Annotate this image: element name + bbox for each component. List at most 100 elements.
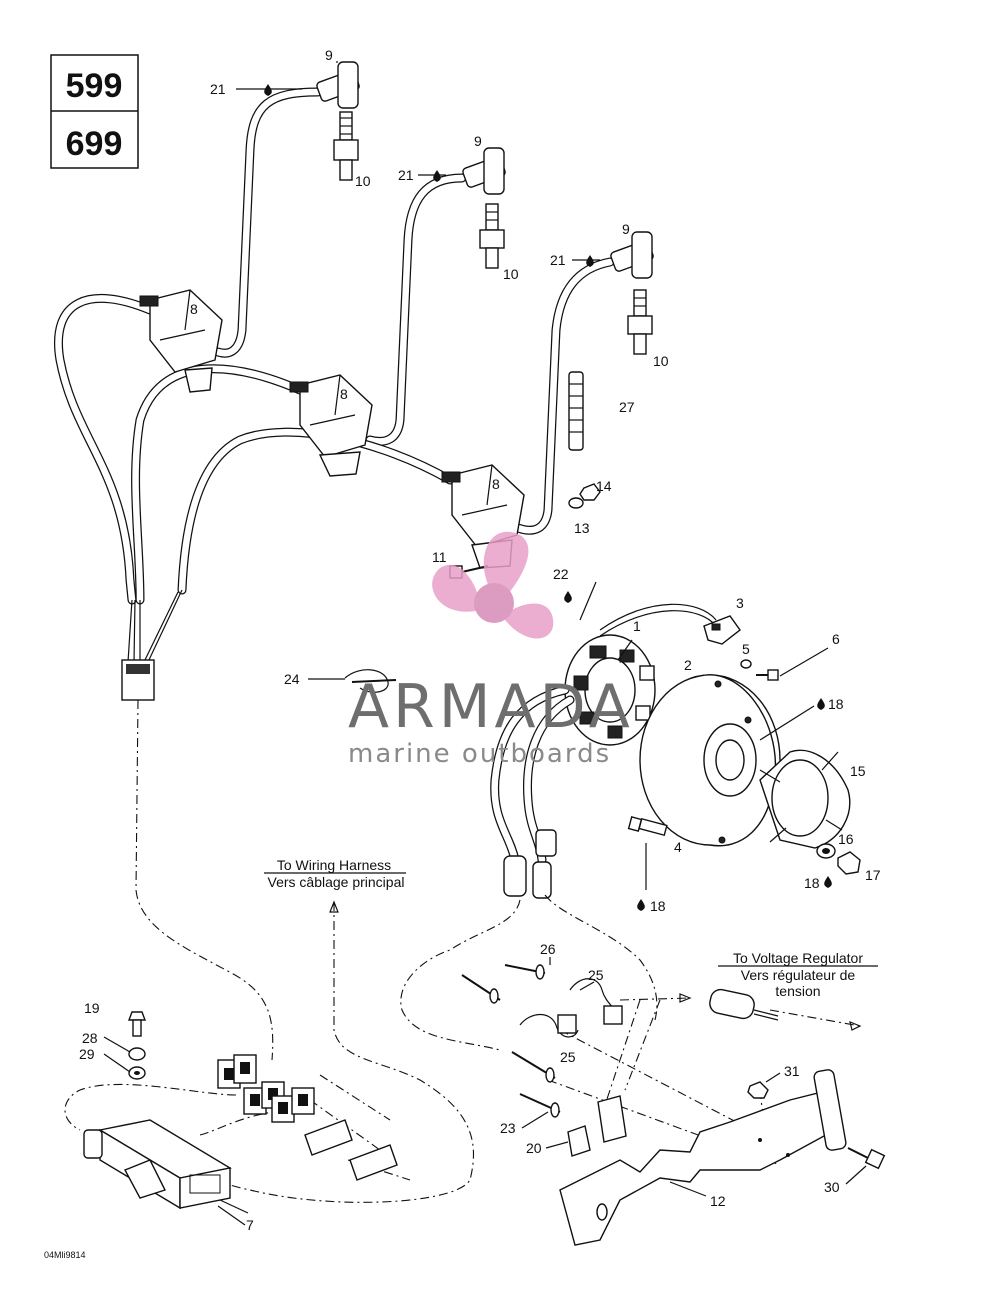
callout-23: 23 xyxy=(500,1120,516,1136)
callout-24: 24 xyxy=(284,671,300,687)
callout-22: 22 xyxy=(553,566,569,582)
stator xyxy=(564,634,656,746)
mounting-screw xyxy=(127,1011,147,1037)
nut xyxy=(579,483,601,501)
model-699: 699 xyxy=(66,125,123,163)
callout-13: 13 xyxy=(574,520,590,536)
leader-lines xyxy=(103,61,867,1226)
callout-4: 4 xyxy=(674,839,682,855)
callouts: 9 21 10 9 21 10 9 21 10 8 8 8 27 14 13 1… xyxy=(79,47,881,1233)
caption-wiring-harness-en: To Wiring Harness xyxy=(277,857,391,873)
callout-12: 12 xyxy=(710,1193,726,1209)
callout-3: 3 xyxy=(736,595,744,611)
watermark-tagline: marine outboards xyxy=(348,739,611,769)
callout-8c: 8 xyxy=(492,476,500,492)
spark-plug-cap-3 xyxy=(610,231,654,279)
rubber-sleeves xyxy=(519,978,623,1038)
model-box: 599 699 xyxy=(50,54,139,169)
bracket-screw xyxy=(847,1147,886,1170)
callout-26: 26 xyxy=(540,941,556,957)
drop-icon xyxy=(824,876,832,888)
callout-18c: 18 xyxy=(650,898,666,914)
callout-6: 6 xyxy=(832,631,840,647)
callout-7: 7 xyxy=(246,1217,254,1233)
caption-voltage-regulator-fr-1: Vers régulateur de xyxy=(741,967,856,983)
drop-icon xyxy=(586,255,594,267)
callout-14: 14 xyxy=(596,478,612,494)
callout-30: 30 xyxy=(824,1179,840,1195)
spark-plug-3 xyxy=(627,289,653,355)
flywheel-nut xyxy=(837,851,861,875)
mounting-bracket xyxy=(559,1069,847,1246)
watermark-propeller-icon xyxy=(432,531,554,639)
callout-8a: 8 xyxy=(190,301,198,317)
flywheel xyxy=(639,674,781,847)
spark-plug-2 xyxy=(479,203,505,269)
watermark-brand: ARMADA xyxy=(348,672,634,742)
callout-2: 2 xyxy=(684,657,692,673)
harness-connectors xyxy=(217,1054,398,1181)
spark-plug-1 xyxy=(333,111,359,181)
callout-17: 17 xyxy=(865,867,881,883)
callout-9c: 9 xyxy=(622,221,630,237)
spacer-tube xyxy=(568,371,584,451)
callout-10b: 10 xyxy=(503,266,519,282)
starter-cup xyxy=(759,749,851,849)
stator-screw xyxy=(627,816,668,837)
callout-1: 1 xyxy=(633,618,641,634)
callout-29: 29 xyxy=(79,1046,95,1062)
drop-icon xyxy=(564,591,572,603)
caption-voltage-regulator-en: To Voltage Regulator xyxy=(733,950,863,966)
cdi-module xyxy=(83,1119,232,1210)
spark-plug-cap-2 xyxy=(462,147,506,195)
mounting-lock-washer xyxy=(128,1047,146,1061)
callout-31: 31 xyxy=(784,1063,800,1079)
ignition-coil-2 xyxy=(289,374,373,477)
callout-20: 20 xyxy=(526,1140,542,1156)
voltage-regulator-caption: To Voltage Regulator Vers régulateur de … xyxy=(718,950,878,999)
callout-16: 16 xyxy=(838,831,854,847)
voltage-regulator-connector xyxy=(709,988,779,1021)
ignition-coil-1 xyxy=(139,289,223,393)
drop-icons xyxy=(264,84,832,911)
drop-icon xyxy=(433,170,441,182)
callout-11: 11 xyxy=(432,549,447,565)
clips xyxy=(567,1095,627,1157)
callout-8b: 8 xyxy=(340,386,348,402)
coil-primary-wires xyxy=(54,293,455,701)
bracket-nut xyxy=(747,1081,769,1099)
callout-25a: 25 xyxy=(588,967,604,983)
callout-21b: 21 xyxy=(398,167,414,183)
callout-9a: 9 xyxy=(325,47,333,63)
drawing-code: 04Mli9814 xyxy=(44,1250,86,1260)
callout-9b: 9 xyxy=(474,133,482,149)
mounting-washer xyxy=(128,1066,146,1080)
callout-18b: 18 xyxy=(804,875,820,891)
drop-icon xyxy=(817,698,825,710)
routing-lines xyxy=(64,699,862,1203)
drop-icon xyxy=(264,84,272,96)
callout-28: 28 xyxy=(82,1030,98,1046)
caption-voltage-regulator-fr-2: tension xyxy=(775,983,820,999)
lock-washer xyxy=(740,659,752,669)
callout-27: 27 xyxy=(619,399,635,415)
callout-10c: 10 xyxy=(653,353,669,369)
wire-clip xyxy=(703,615,741,645)
terminal-pins xyxy=(461,964,561,1118)
drop-icon xyxy=(637,899,645,911)
callout-25b: 25 xyxy=(560,1049,576,1065)
washer xyxy=(568,497,584,509)
stator-harness xyxy=(490,603,717,899)
callout-10a: 10 xyxy=(355,173,371,189)
callout-5: 5 xyxy=(742,641,750,657)
tie-wrap xyxy=(344,669,397,693)
model-599: 599 xyxy=(66,67,123,105)
callout-21a: 21 xyxy=(210,81,226,97)
wiring-harness-caption: To Wiring Harness Vers câblage principal xyxy=(264,857,406,890)
callout-18a: 18 xyxy=(828,696,844,712)
flat-washer xyxy=(816,843,836,859)
spark-plug-cap-1 xyxy=(316,61,360,109)
spark-plug-wires xyxy=(213,87,615,535)
callout-15: 15 xyxy=(850,763,866,779)
